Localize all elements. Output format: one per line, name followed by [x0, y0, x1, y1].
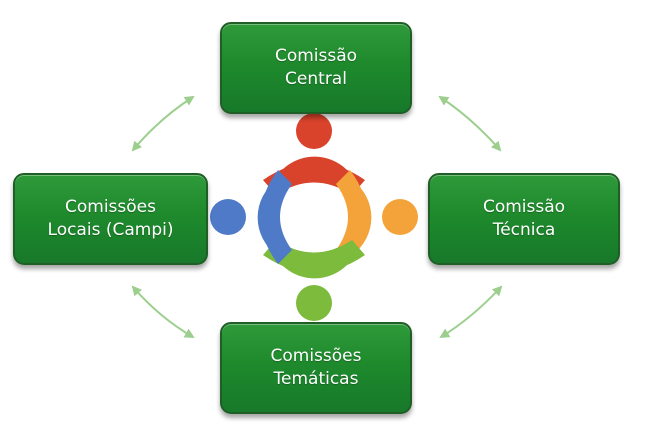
node-label-tematicas: Comissões Temáticas: [270, 346, 362, 389]
node-comissao-central: Comissão Central: [220, 22, 412, 114]
arrow-tecnica-tematicas: [439, 285, 503, 339]
person-blue-head: [210, 199, 246, 235]
node-label-central: Comissão Central: [274, 46, 358, 89]
node-label-tecnica: Comissão Técnica: [482, 197, 566, 240]
arrow-tematicas-locais: [131, 285, 195, 338]
node-comissoes-locais: Comissões Locais (Campi): [13, 173, 208, 265]
center-hole: [281, 184, 347, 250]
node-comissao-tecnica: Comissão Técnica: [428, 173, 620, 265]
arrow-central-tecnica: [438, 95, 502, 152]
person-red-head: [296, 113, 332, 149]
node-comissoes-tematicas: Comissões Temáticas: [220, 322, 412, 414]
person-green-head: [296, 285, 332, 321]
node-label-locais: Comissões Locais (Campi): [47, 197, 174, 240]
arrow-locais-central: [131, 95, 195, 152]
people-circle-icon: [210, 113, 418, 321]
person-orange-head: [382, 199, 418, 235]
